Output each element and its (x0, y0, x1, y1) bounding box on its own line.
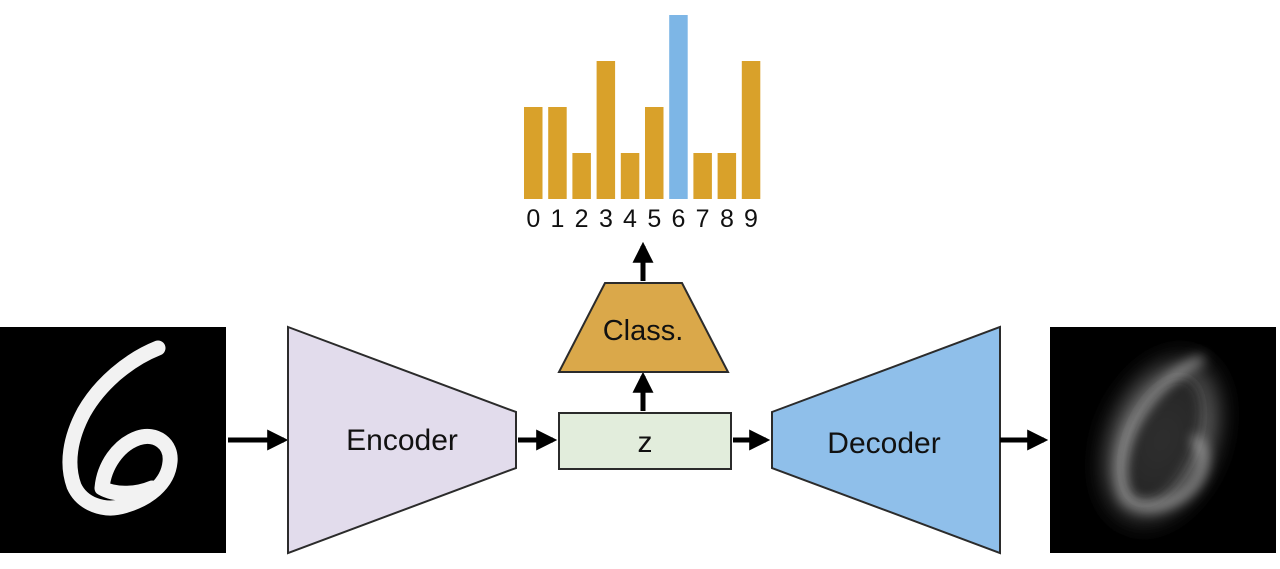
tick-label-9: 9 (744, 205, 758, 233)
input-digit-image (0, 327, 226, 553)
class-probability-chart (524, 15, 761, 199)
bar-class-1 (548, 107, 567, 199)
decoder-label: Decoder (827, 427, 940, 460)
latent-z-block: z (558, 412, 732, 470)
bar-class-0 (524, 107, 543, 199)
decoder-block: Decoder (771, 325, 1001, 555)
bar-class-7 (693, 153, 712, 199)
tick-label-4: 4 (623, 205, 637, 233)
tick-label-0: 0 (526, 205, 540, 233)
tick-label-3: 3 (599, 205, 613, 233)
bar-class-9 (741, 61, 761, 199)
latent-label: z (638, 426, 653, 459)
tick-label-6: 6 (672, 205, 686, 233)
bar-class-3 (596, 61, 616, 199)
classifier-block: Class. (557, 282, 730, 373)
tick-label-5: 5 (647, 205, 661, 233)
encoder-label: Encoder (346, 424, 458, 457)
classifier-label: Class. (603, 315, 684, 347)
output-reconstruction-image (1050, 327, 1276, 553)
bar-class-6 (669, 15, 688, 199)
handwritten-digit-six-icon (62, 340, 178, 516)
bar-class-8 (717, 153, 737, 199)
tick-label-2: 2 (575, 205, 589, 233)
tick-label-1: 1 (551, 205, 565, 233)
encoder-block: Encoder (287, 325, 517, 555)
tick-label-7: 7 (696, 205, 710, 233)
bar-class-5 (645, 107, 664, 199)
bar-class-4 (620, 153, 640, 199)
bar-class-2 (572, 153, 591, 199)
tick-label-8: 8 (720, 205, 734, 233)
reconstructed-digit-icon (1098, 351, 1226, 529)
